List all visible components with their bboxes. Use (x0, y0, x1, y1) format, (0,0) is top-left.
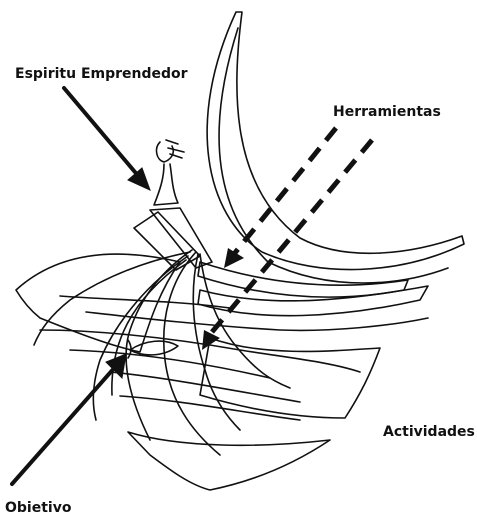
figure-neck-body (154, 164, 178, 205)
label-actividades: Actividades (383, 424, 475, 440)
figure-head (157, 142, 174, 162)
figure-collar (134, 212, 200, 270)
crescent-shape (207, 12, 464, 270)
leaf-shape (130, 341, 178, 355)
arrow-objetivo (12, 354, 126, 484)
ribbon-sheet-lower (200, 338, 380, 418)
arrow-herramientas-lower (212, 140, 372, 332)
figure-face-marks (166, 140, 184, 158)
ribbon-sheet-upper (198, 262, 408, 297)
label-espiritu-emprendedor: Espiritu Emprendedor (15, 66, 188, 82)
crescent-inner-curve (219, 28, 448, 283)
strand (70, 350, 270, 378)
strand (120, 396, 300, 420)
label-herramientas: Herramientas (333, 104, 441, 120)
arrow-espiritu (64, 88, 150, 190)
arrow-herramientas-upper (234, 128, 336, 254)
label-objetivo: Obietivo (5, 500, 71, 516)
ribbon-sheet-bottom (128, 432, 330, 490)
strand (164, 252, 220, 455)
